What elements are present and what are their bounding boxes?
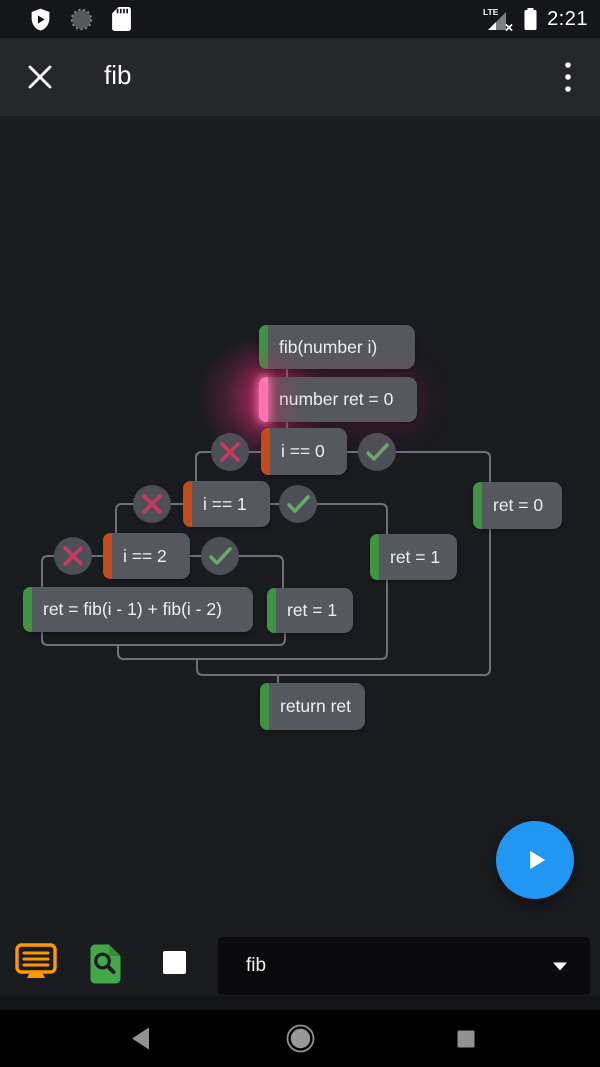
android-nav-bar: [0, 1010, 600, 1067]
node-label: ret = 1: [287, 600, 338, 620]
node-accent-bar: [259, 377, 268, 422]
flow-edge: [41, 555, 104, 589]
node-accent-bar: [261, 428, 270, 475]
branch-true-icon[interactable]: [279, 485, 317, 523]
node-accent-bar: [103, 533, 112, 579]
play-icon: [530, 850, 546, 870]
flow-node-ret0[interactable]: ret = 0: [473, 482, 562, 529]
recents-icon: [457, 1030, 475, 1047]
nav-back-button[interactable]: [100, 1010, 180, 1067]
sdcard-icon: [112, 7, 131, 31]
battery-icon: [524, 8, 537, 30]
console-output-button[interactable]: [14, 941, 58, 985]
node-label: ret = fib(i - 1) + fib(i - 2): [43, 599, 222, 619]
node-label: i == 1: [203, 493, 247, 514]
node-accent-bar: [23, 587, 32, 632]
node-label: ret = 0: [493, 495, 544, 515]
shield-play-icon: [31, 8, 50, 31]
function-dropdown-value: fib: [246, 955, 267, 976]
status-bar: LTE 2:21: [0, 0, 600, 38]
branch-false-icon[interactable]: [211, 433, 249, 471]
flow-node-start[interactable]: fib(number i): [259, 325, 415, 369]
node-label: number ret = 0: [279, 389, 394, 409]
node-label: i == 2: [123, 545, 167, 566]
signal-icon: LTE: [483, 7, 513, 31]
flow-node-recurse[interactable]: ret = fib(i - 1) + fib(i - 2): [23, 587, 253, 632]
branch-true-icon[interactable]: [201, 537, 239, 575]
overflow-menu-icon[interactable]: [556, 60, 580, 94]
status-bar-right-cluster: LTE 2:21: [482, 0, 588, 38]
node-label: fib(number i): [279, 336, 378, 357]
node-label: i == 0: [281, 441, 325, 461]
flow-node-ret1a[interactable]: ret = 1: [370, 534, 457, 580]
node-accent-bar: [260, 683, 269, 730]
branch-false-icon[interactable]: [54, 537, 92, 575]
debug-inspect-button[interactable]: [86, 943, 124, 985]
flow-edges-layer: [41, 368, 491, 684]
node-label: ret = 1: [390, 546, 441, 567]
flow-edge: [117, 644, 388, 660]
toolbar-bottom-fade: [0, 996, 600, 1010]
branch-true-icon[interactable]: [358, 433, 396, 471]
network-type-label: LTE: [483, 7, 499, 17]
file-search-icon: [90, 944, 120, 984]
clock: 2:21: [547, 7, 588, 30]
node-accent-bar: [473, 482, 482, 529]
flow-node-return[interactable]: return ret: [260, 683, 365, 730]
flow-node-decl[interactable]: number ret = 0: [259, 377, 417, 422]
node-accent-bar: [183, 481, 192, 527]
node-accent-bar: [259, 325, 268, 369]
flow-node-if1[interactable]: i == 1: [183, 481, 270, 527]
bottom-toolbar: fib: [0, 930, 600, 996]
close-icon[interactable]: [26, 63, 54, 91]
nav-recents-button[interactable]: [426, 1010, 506, 1067]
console-icon: [15, 943, 57, 978]
node-accent-bar: [370, 534, 379, 580]
node-label: return ret: [280, 696, 351, 716]
stop-icon[interactable]: [163, 951, 186, 974]
app-bar: fib: [0, 38, 600, 116]
page-title: fib: [104, 60, 132, 90]
branch-false-icon[interactable]: [133, 485, 171, 523]
function-dropdown[interactable]: fib: [218, 937, 590, 995]
node-accent-bar: [267, 588, 276, 633]
flow-edge: [269, 503, 388, 536]
flow-edge: [189, 555, 284, 590]
run-fab[interactable]: [496, 821, 574, 899]
status-bar-left-icons: [28, 0, 133, 38]
flow-edge: [346, 451, 491, 484]
flow-edge: [41, 631, 286, 646]
back-icon: [131, 1027, 149, 1050]
flow-node-if0[interactable]: i == 0: [261, 428, 347, 475]
home-icon: [286, 1024, 314, 1053]
flow-edge: [115, 503, 184, 535]
flow-edge: [195, 451, 262, 483]
nav-home-button[interactable]: [260, 1010, 340, 1067]
flow-node-ret1b[interactable]: ret = 1: [267, 588, 353, 633]
flow-edge: [196, 658, 491, 676]
chevron-down-icon: [553, 962, 567, 971]
spinner-icon: [70, 8, 93, 30]
flow-node-if2[interactable]: i == 2: [103, 533, 190, 579]
